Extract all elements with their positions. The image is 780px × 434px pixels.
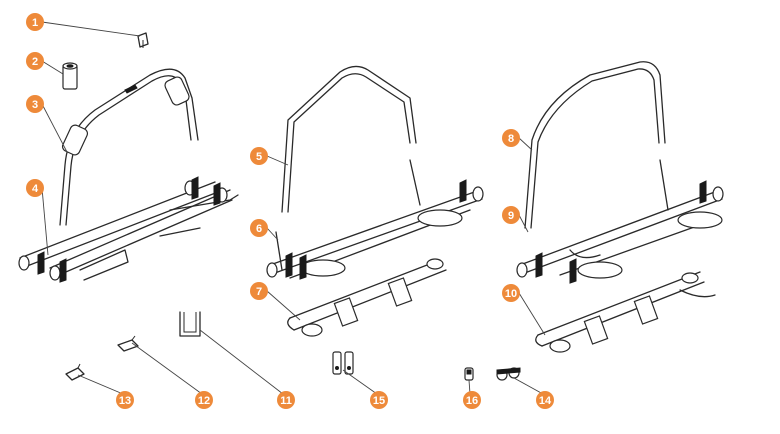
part-7-lower-frame [287, 258, 447, 337]
callout-1: 1 [26, 13, 44, 31]
callout-7: 7 [250, 282, 268, 300]
leader-lines [41, 21, 546, 395]
svg-text:3: 3 [32, 99, 38, 111]
svg-text:13: 13 [119, 395, 131, 407]
svg-text:8: 8 [508, 133, 514, 145]
part-13-bracket [65, 363, 85, 381]
callout-10: 10 [502, 284, 520, 302]
part-16-knob [464, 367, 474, 381]
callout-11: 11 [277, 391, 295, 409]
part-3-upper-arch [59, 68, 199, 226]
svg-text:4: 4 [32, 183, 39, 195]
callout-3: 3 [26, 95, 44, 113]
callout-12: 12 [195, 391, 213, 409]
part-2-foam-sleeve [62, 62, 78, 90]
callout-14: 14 [536, 391, 554, 409]
callout-4: 4 [26, 179, 44, 197]
part-14-clamp [496, 367, 521, 381]
part-9-base-frame [516, 159, 724, 284]
part-11-u-bracket [179, 311, 201, 337]
svg-text:1: 1 [32, 17, 38, 29]
part-6-base-frame [266, 159, 484, 280]
callout-8: 8 [502, 129, 520, 147]
svg-text:2: 2 [32, 56, 38, 68]
svg-text:12: 12 [198, 395, 210, 407]
callout-5: 5 [250, 147, 268, 165]
part-15-bracket-pair [332, 351, 354, 375]
svg-text:11: 11 [280, 395, 292, 407]
svg-text:9: 9 [508, 210, 514, 222]
svg-text:10: 10 [505, 288, 517, 300]
callout-9: 9 [502, 206, 520, 224]
svg-text:6: 6 [256, 223, 262, 235]
part-10-lower-frame [535, 271, 716, 353]
callout-6: 6 [250, 219, 268, 237]
part-5-upper-arch [281, 65, 417, 213]
part-8-upper-arch [524, 61, 666, 229]
svg-text:16: 16 [466, 395, 478, 407]
callout-15: 15 [370, 391, 388, 409]
callout-16: 16 [463, 391, 481, 409]
part-1-clip [137, 32, 149, 48]
callout-13: 13 [116, 391, 134, 409]
part-12-bracket [117, 335, 139, 352]
svg-text:5: 5 [256, 151, 262, 163]
svg-text:7: 7 [256, 286, 262, 298]
callout-2: 2 [26, 52, 44, 70]
part-4-base-frame [18, 176, 239, 283]
svg-text:14: 14 [539, 395, 552, 407]
svg-text:15: 15 [373, 395, 385, 407]
